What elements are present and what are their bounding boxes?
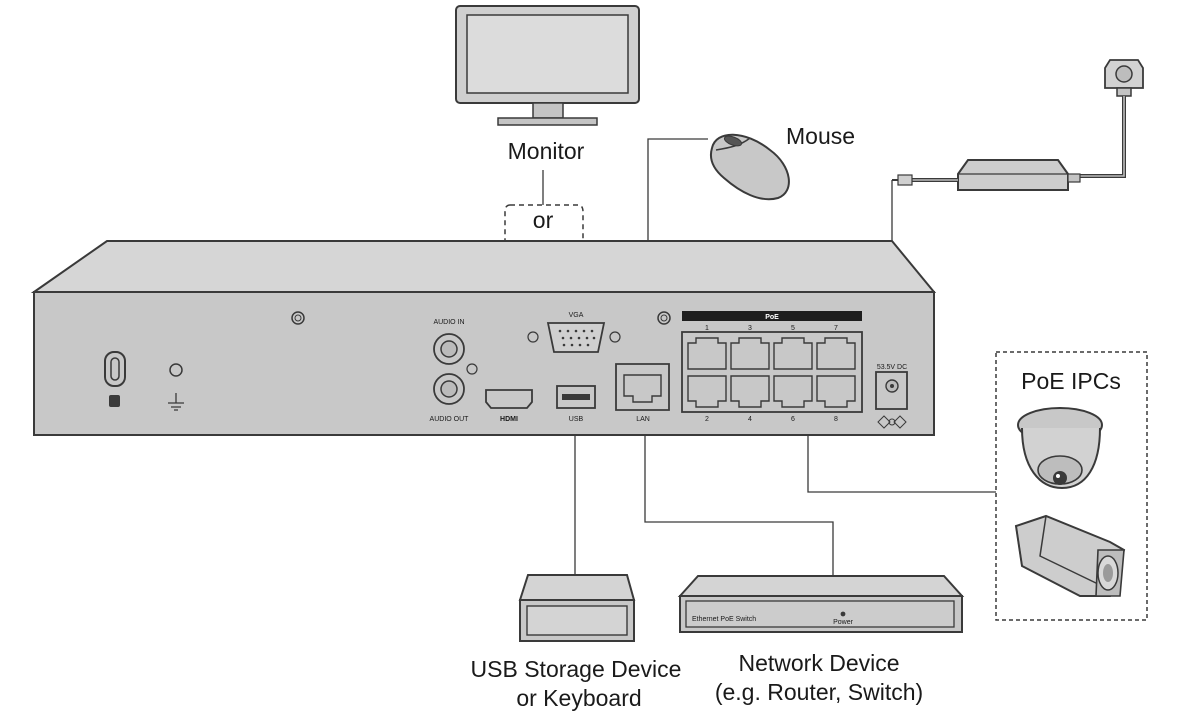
poe-port-3-label: 3 — [748, 325, 752, 332]
network-device-label-line2: (e.g. Router, Switch) — [714, 679, 924, 705]
power-adapter — [892, 59, 1144, 191]
poe-port-5-label: 5 — [791, 325, 795, 332]
network-device-label-line1: Network Device — [738, 650, 900, 676]
poe-ipc-group-box — [995, 351, 1148, 621]
poe-label: PoE — [765, 314, 779, 321]
lan-label: LAN — [636, 416, 650, 423]
poe-port-4-label: 4 — [748, 416, 752, 423]
nvr-device: AUDIO IN AUDIO OUT HDMI VGA USB LAN PoE — [30, 240, 937, 436]
dome-camera — [1017, 407, 1103, 490]
mouse-device — [709, 133, 790, 201]
poe-ports — [687, 337, 856, 408]
poe-ipcs-label: PoE IPCs — [1021, 368, 1121, 394]
monitor-label: Monitor — [507, 138, 585, 164]
poe-port-7-label: 7 — [834, 325, 838, 332]
usb-label: USB — [569, 416, 584, 423]
vga-label: VGA — [569, 312, 584, 319]
poe-port-8-label: 8 — [834, 416, 838, 423]
usb-storage-label-line1: USB Storage Device — [470, 656, 682, 682]
dc-label: 53.5V DC — [877, 364, 907, 371]
audio-out-label: AUDIO OUT — [430, 416, 470, 423]
poe-bottom-numbers: 2 4 6 8 — [705, 416, 838, 423]
bullet-camera — [1014, 514, 1126, 597]
usb-storage-label-line2: or Keyboard — [516, 685, 642, 711]
hdmi-label: HDMI — [500, 416, 518, 423]
mouse-label: Mouse — [786, 123, 856, 149]
switch-model-label: Ethernet PoE Switch — [692, 616, 756, 623]
or-label: or — [532, 207, 554, 233]
vga-pins — [558, 329, 596, 347]
poe-port-1-label: 1 — [705, 325, 709, 332]
audio-in-label: AUDIO IN — [433, 319, 464, 326]
poe-port-6-label: 6 — [791, 416, 795, 423]
usb-storage-device — [518, 574, 636, 642]
poe-top-numbers: 1 3 5 7 — [705, 325, 838, 332]
network-switch: Ethernet PoE Switch Power — [677, 575, 965, 633]
monitor-device — [455, 5, 640, 126]
switch-power-label: Power — [833, 619, 854, 626]
poe-port-2-label: 2 — [705, 416, 709, 423]
